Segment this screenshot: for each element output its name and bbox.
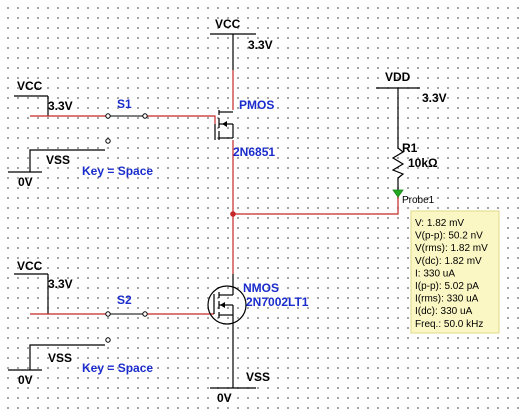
probe-reading-line: I(dc): 330 uA — [415, 306, 473, 317]
pmos-model-label: 2N6851 — [233, 145, 275, 159]
vcc-top-supply[interactable]: VCC 3.3V — [210, 17, 273, 52]
nmos-model-label: 2N7002LT1 — [246, 295, 309, 309]
output-junction — [230, 211, 236, 217]
nmos-transistor[interactable]: NMOS 2N7002LT1 — [207, 274, 309, 336]
probe1[interactable]: Probe1 V: 1.82 mV V(p-p): 50.2 nVV(rms): … — [392, 189, 500, 334]
nmos-type-label: NMOS — [243, 281, 279, 295]
resistor-r1-name: R1 — [402, 141, 418, 155]
vss-s2-supply[interactable]: VSS 0V — [8, 351, 72, 387]
resistor-r1-value: 10kΩ — [408, 156, 438, 170]
probe-reading-line: V: 1.82 mV — [415, 218, 464, 229]
probe-readings: V: 1.82 mV V(p-p): 50.2 nVV(rms): 1.82 mV… — [415, 218, 488, 330]
vcc-s2-label: VCC — [17, 259, 43, 273]
vcc-s2-supply[interactable]: VCC 3.3V — [14, 259, 73, 291]
vcc-top-label: VCC — [215, 17, 241, 31]
probe-reading-line: I(rms): 330 uA — [415, 294, 479, 305]
vss-s1-value: 0V — [18, 175, 33, 189]
vss-bottom-label: VSS — [246, 370, 270, 384]
switch-s2[interactable]: S2 Key = Space — [82, 293, 153, 375]
probe-reading-line: V(rms): 1.82 mV — [415, 243, 488, 254]
vss-s2-label: VSS — [48, 351, 72, 365]
probe-marker-icon — [392, 189, 404, 198]
switch-s1[interactable]: S1 Key = Space — [82, 97, 153, 178]
vcc-s1-supply[interactable]: VCC 3.3V — [14, 79, 73, 113]
vss-bottom-supply[interactable]: VSS 0V — [210, 370, 270, 405]
vcc-s2-value: 3.3V — [48, 277, 73, 291]
vss-s1-supply[interactable]: VSS 0V — [8, 153, 70, 189]
probe-readout-box — [410, 210, 500, 334]
probe-reading-line: V(p-p): 50.2 nV — [415, 231, 483, 242]
switch-s2-key: Key = Space — [82, 361, 153, 375]
wire-output-probe — [233, 196, 399, 215]
pmos-type-label: PMOS — [239, 98, 274, 112]
vss-bottom-value: 0V — [217, 391, 232, 405]
vdd-value: 3.3V — [422, 91, 447, 105]
probe-reading-line: I(p-p): 5.02 pA — [415, 281, 479, 292]
probe-reading-line: V(dc): 1.82 mV — [415, 256, 482, 267]
switch-s1-name: S1 — [117, 97, 132, 111]
switch-s2-name: S2 — [117, 293, 132, 307]
vcc-s1-label: VCC — [17, 79, 43, 93]
wire-s1-pmos-gate — [145, 115, 216, 124]
wires — [29, 34, 399, 388]
vss-s2-value: 0V — [18, 373, 33, 387]
wire-vss-s1-stub — [29, 149, 105, 172]
probe-name: Probe1 — [402, 195, 435, 206]
probe-reading-line: I: 330 uA — [415, 268, 455, 279]
switch-s1-key: Key = Space — [82, 164, 153, 178]
pmos-transistor[interactable]: PMOS 2N6851 — [214, 98, 275, 159]
vdd-label: VDD — [385, 70, 411, 84]
resistor-r1[interactable]: R1 10kΩ — [391, 130, 438, 179]
vss-s1-label: VSS — [46, 153, 70, 167]
vdd-supply[interactable]: VDD 3.3V — [376, 70, 447, 105]
wire-vss-s2-stub — [29, 344, 105, 370]
probe-reading-line: Freq.: 50.0 kHz — [415, 319, 483, 330]
vcc-s1-value: 3.3V — [48, 99, 73, 113]
vcc-top-value: 3.3V — [248, 38, 273, 52]
